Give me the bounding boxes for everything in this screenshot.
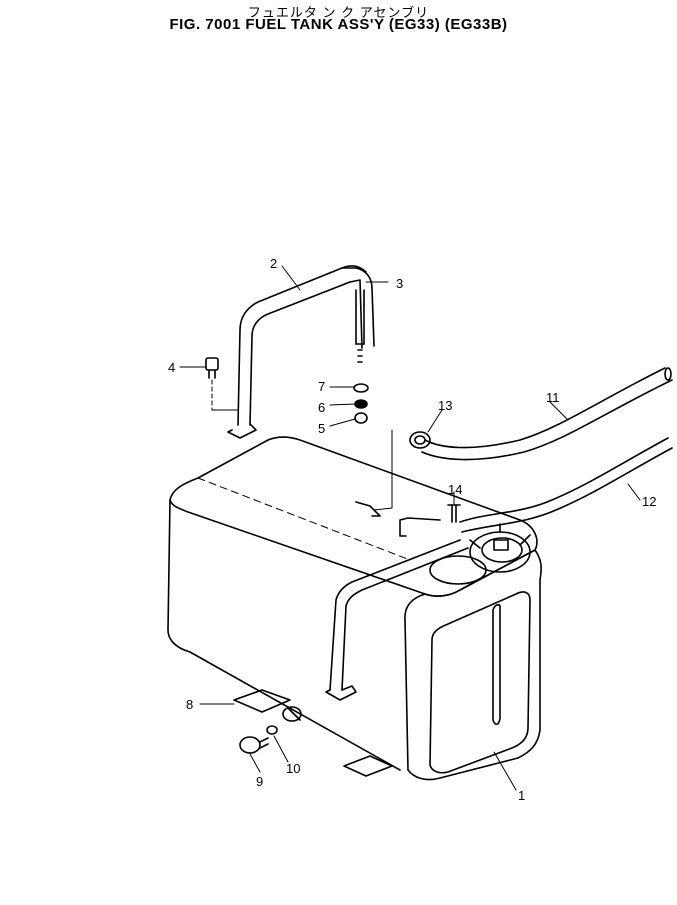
callout-10: 10 bbox=[286, 761, 300, 776]
nut-5 bbox=[354, 412, 368, 424]
callout-3: 3 bbox=[396, 276, 403, 291]
nut-6 bbox=[354, 399, 368, 409]
clamp-13 bbox=[409, 431, 431, 449]
callout-12: 12 bbox=[642, 494, 656, 509]
plug-9 bbox=[239, 736, 269, 754]
tank-band-bracket bbox=[227, 265, 375, 439]
figure-title-japanese: フュエルタ ン ク アセンブリ bbox=[247, 5, 430, 20]
callout-4: 4 bbox=[168, 360, 175, 375]
hose-12 bbox=[459, 437, 673, 533]
clip-14 bbox=[447, 504, 461, 523]
callout-5: 5 bbox=[318, 421, 325, 436]
filler-cap bbox=[469, 523, 531, 573]
drain-boss bbox=[282, 706, 302, 722]
callout-8: 8 bbox=[186, 697, 193, 712]
callout-6: 6 bbox=[318, 400, 325, 415]
tank-strap bbox=[325, 539, 469, 701]
washer-7 bbox=[353, 383, 369, 393]
callout-7: 7 bbox=[318, 379, 325, 394]
bent-pipe bbox=[355, 501, 441, 537]
plate-8 bbox=[233, 689, 291, 713]
washer-10 bbox=[266, 725, 278, 735]
figure-title: FIG. 7001 FUEL TANK ASS'Y (EG33) (EG33B) bbox=[169, 16, 508, 33]
bolt-4 bbox=[205, 357, 239, 411]
fuel-tank bbox=[167, 436, 542, 781]
callout-9: 9 bbox=[256, 774, 263, 789]
support-pad bbox=[343, 755, 393, 777]
leader-lines bbox=[179, 265, 641, 791]
callout-1: 1 bbox=[518, 788, 525, 803]
bolt-3 bbox=[355, 289, 365, 363]
callout-13: 13 bbox=[438, 398, 452, 413]
hose-11 bbox=[421, 367, 673, 461]
callout-14: 14 bbox=[448, 482, 462, 497]
callout-11: 11 bbox=[546, 390, 560, 405]
callout-2: 2 bbox=[270, 256, 277, 271]
callout-labels: 1 2 3 4 5 6 7 8 9 10 11 12 13 14 bbox=[168, 256, 656, 803]
